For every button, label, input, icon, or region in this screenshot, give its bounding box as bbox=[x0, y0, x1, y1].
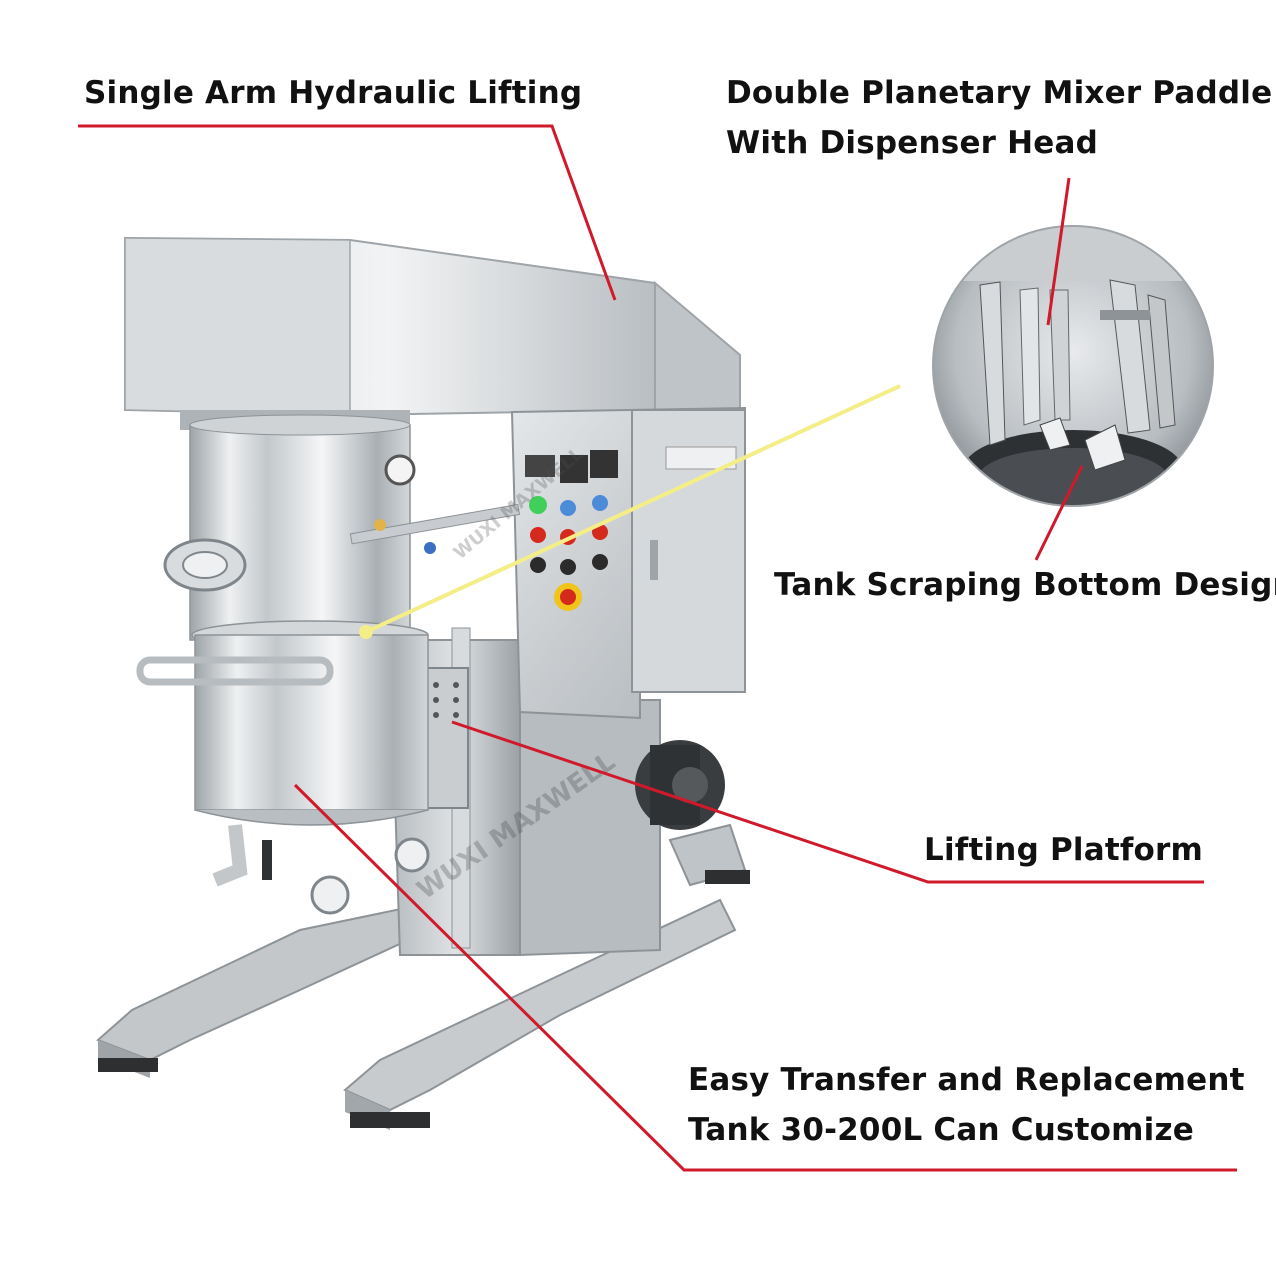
label-double-planetary-mixer: Double Planetary Mixer Paddle With Dispe… bbox=[726, 75, 1273, 161]
motor bbox=[635, 740, 725, 830]
label-double-planetary-line1: Double Planetary Mixer Paddle bbox=[726, 75, 1273, 111]
label-double-planetary-line2: With Dispenser Head bbox=[726, 124, 1099, 161]
platform-plate bbox=[423, 667, 469, 809]
sight-glass bbox=[163, 538, 247, 592]
label-easy-transfer-line2: Tank 30-200L Can Customize bbox=[688, 1111, 1194, 1148]
label-lifting-platform: Lifting Platform bbox=[924, 832, 1204, 868]
mixing-tank bbox=[136, 538, 430, 915]
label-single-arm-hydraulic-lifting: Single Arm Hydraulic Lifting bbox=[84, 75, 583, 111]
tank-wheels bbox=[310, 837, 430, 915]
control-cabinet bbox=[510, 406, 746, 720]
emergency-stop-button bbox=[554, 583, 582, 611]
base-frame bbox=[96, 823, 750, 1130]
leader-line-lifting-platform bbox=[451, 720, 1204, 884]
label-tank-scraping-bottom-design: Tank Scraping Bottom Design bbox=[774, 567, 1276, 603]
leader-line-tank-scraping bbox=[1034, 465, 1084, 561]
leader-line-easy-transfer bbox=[293, 783, 1237, 1172]
label-easy-transfer: Easy Transfer and Replacement Tank 30-20… bbox=[688, 1062, 1245, 1148]
leader-line-double-planetary bbox=[1046, 177, 1071, 326]
leader-lines bbox=[78, 124, 1237, 1172]
label-easy-transfer-line1: Easy Transfer and Replacement bbox=[688, 1062, 1245, 1098]
pointer-line-yellow bbox=[365, 384, 901, 634]
pointer-dot-yellow bbox=[359, 625, 373, 639]
lift-arm-housing bbox=[124, 236, 741, 430]
mixer-head bbox=[189, 414, 521, 641]
paddle-closeup-inset bbox=[932, 225, 1214, 507]
leader-line-single-arm bbox=[78, 124, 617, 301]
